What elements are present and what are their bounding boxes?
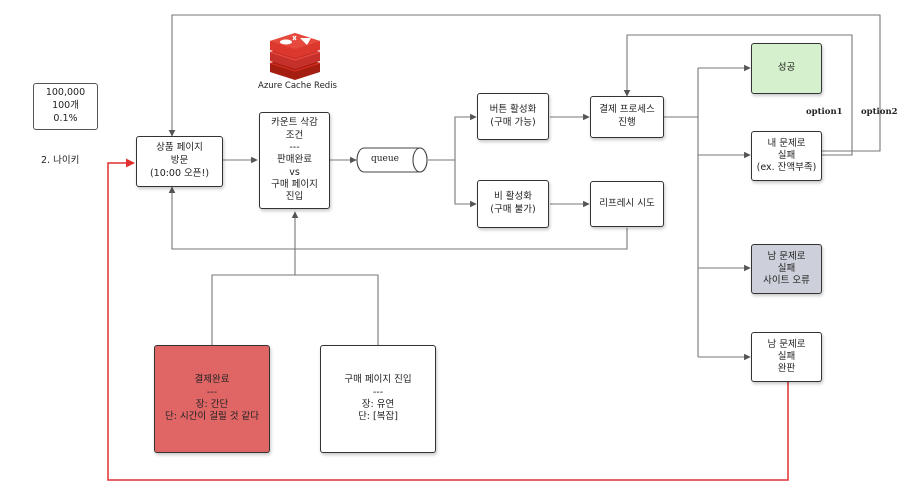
- node-text: 구매 페이지 진입: [344, 374, 412, 386]
- node-text: 실패: [777, 263, 796, 275]
- success-node[interactable]: 성공: [751, 43, 822, 94]
- node-text: 사이트 오류: [763, 274, 810, 286]
- node-text: 완판: [777, 362, 796, 374]
- node-text: (ex. 잔액부족): [756, 161, 817, 173]
- node-text: 버튼 활성화: [489, 103, 537, 115]
- arrow-option1-retry: [623, 34, 853, 156]
- node-text: 방문: [170, 155, 189, 167]
- node-text: 상품 페이지: [156, 142, 203, 154]
- arrow-refresh-back: [168, 186, 628, 250]
- redis-label: Azure Cache Redis: [258, 81, 337, 91]
- stats-line: 100개: [52, 100, 79, 112]
- node-text: 단: [복잡]: [358, 411, 398, 423]
- node-text: 진행: [618, 117, 636, 128]
- option2-label: option2: [861, 107, 898, 117]
- payment-complete-option[interactable]: 결제완료 --- 장: 간단 단: 시간이 걸릴 것 같다: [154, 345, 270, 453]
- soldout-fail-node[interactable]: 남 문제로 실패 완판: [751, 332, 822, 382]
- node-text: ---: [289, 141, 300, 153]
- node-text: 실패: [777, 351, 796, 363]
- redis-icon: [269, 33, 321, 80]
- queue-label: queue: [371, 154, 400, 164]
- node-text: (구매 가능): [490, 116, 536, 128]
- stats-line: 0.1%: [53, 112, 78, 124]
- node-text: vs: [289, 166, 300, 178]
- node-text: 단: 시간이 걸릴 것 같다: [165, 411, 259, 423]
- node-text: 남 문제로: [767, 339, 806, 351]
- node-text: 진입: [285, 191, 304, 203]
- refresh-node[interactable]: 리프레시 시도: [590, 181, 664, 227]
- node-text: 내 문제로: [767, 138, 806, 150]
- node-text: 카운트 삭감: [271, 117, 318, 129]
- arrow-option2-revisit: [168, 14, 881, 152]
- product-page-node[interactable]: 상품 페이지 방문 (10:00 오픈!): [136, 136, 223, 187]
- node-text: 장: 유연: [361, 399, 395, 410]
- node-text: 비 활성화: [494, 191, 532, 203]
- purchase-entry-option[interactable]: 구매 페이지 진입 --- 장: 유연 단: [복잡]: [320, 345, 436, 453]
- button-enabled-node[interactable]: 버튼 활성화 (구매 가능): [477, 93, 549, 140]
- arrow-soldout-to-product: [107, 158, 789, 481]
- node-text: 판매완료: [277, 154, 312, 166]
- stats-box: 100,000 100개 0.1%: [33, 83, 98, 130]
- node-text: 결제 프로세스: [599, 104, 655, 116]
- arrow-options-to-count: [211, 212, 379, 345]
- node-text: 리프레시 시도: [599, 197, 655, 209]
- node-text: 구매 페이지: [271, 179, 318, 191]
- my-fail-node[interactable]: 내 문제로 실패 (ex. 잔액부족): [751, 131, 822, 181]
- option1-label: option1: [806, 107, 843, 117]
- node-text: 실패: [777, 150, 796, 162]
- node-text: (구매 불가): [490, 204, 536, 215]
- node-text: (10:00 오픈!): [149, 167, 210, 179]
- stats-line: 100,000: [45, 87, 86, 99]
- arrow-split-to-disabled: [454, 160, 477, 208]
- node-text: 성공: [777, 62, 796, 74]
- nike-label: 2. 나이키: [41, 155, 80, 166]
- node-text: 조건: [285, 129, 304, 141]
- node-text: 결제완료: [194, 374, 230, 386]
- queue-cylinder: [356, 147, 428, 173]
- button-disabled-node[interactable]: 비 활성화 (구매 불가): [477, 180, 549, 228]
- node-text: 장: 간단: [195, 399, 229, 410]
- site-fail-node[interactable]: 남 문제로 실패 사이트 오류: [751, 244, 822, 294]
- node-text: ---: [206, 386, 218, 398]
- node-text: 남 문제로: [767, 251, 806, 263]
- arrow-split-to-enabled: [454, 113, 477, 160]
- node-text: ---: [372, 386, 384, 398]
- count-condition-node[interactable]: 카운트 삭감 조건 --- 판매완료 vs 구매 페이지 진입: [259, 112, 330, 209]
- payment-process-node[interactable]: 결제 프로세스 진행: [590, 96, 664, 138]
